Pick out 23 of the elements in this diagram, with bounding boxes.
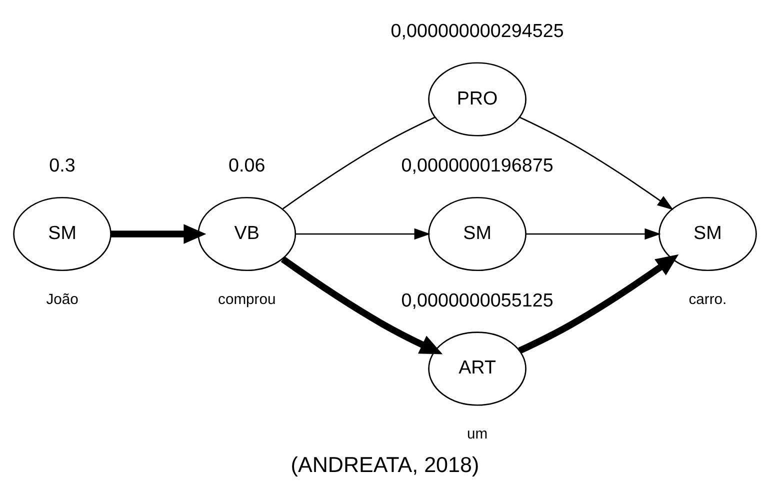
node-label: comprou [218, 292, 276, 308]
node-label: João [46, 292, 78, 308]
arrow [518, 254, 679, 354]
node-ellipse: SM [428, 196, 526, 272]
arrow [280, 256, 443, 354]
arrow [110, 224, 206, 244]
caption: (ANDREATA, 2018) [290, 452, 480, 478]
node-label: 0,0000000196875 [401, 154, 554, 176]
node-label: um [467, 426, 488, 443]
arrow [295, 228, 430, 240]
connector [282, 116, 436, 210]
node-label: 0.3 [49, 154, 76, 176]
arrow [526, 228, 661, 240]
node-ellipse: SM [13, 196, 112, 272]
arrow [519, 116, 674, 210]
node-label: 0,0000000055125 [401, 289, 554, 310]
node-label: 0,000000000294525 [390, 20, 564, 41]
node-label: carro. [688, 292, 727, 308]
node-ellipse: ART [428, 332, 526, 406]
node-ellipse: VB [198, 196, 296, 272]
node-ellipse: SM [658, 196, 757, 272]
node-ellipse: PRO [428, 62, 526, 136]
node-label: 0.06 [228, 154, 266, 176]
